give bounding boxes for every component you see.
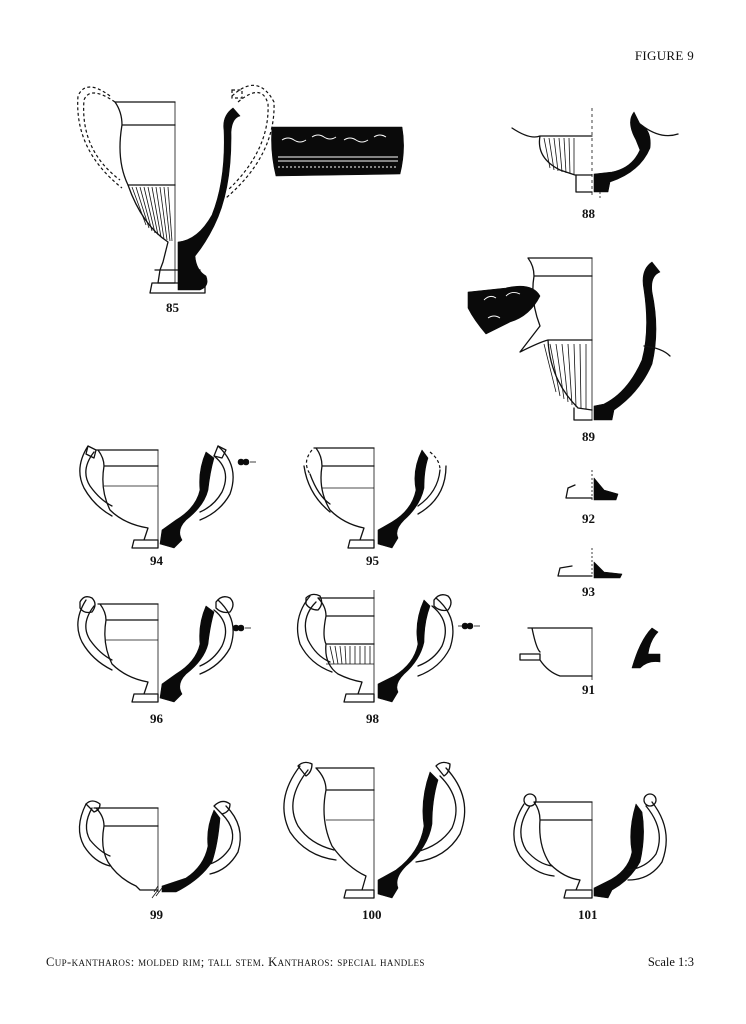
vessel-96-label: 96	[150, 711, 163, 726]
vessel-99-label: 99	[150, 907, 163, 922]
figure-caption: Cup-kantharos: molded rim; tall stem. Ka…	[46, 955, 425, 969]
vessel-98-drawing	[296, 590, 480, 703]
vessel-89-label: 89	[582, 429, 595, 444]
vessel-92-label: 92	[582, 511, 595, 526]
vessel-91-drawing	[519, 627, 661, 680]
vessel-95-drawing	[303, 447, 447, 549]
vessel-92-drawing	[565, 470, 619, 501]
scale-label: Scale 1:3	[647, 955, 694, 969]
vessel-100-label: 100	[362, 907, 382, 922]
vessel-94-label: 94	[150, 553, 163, 568]
vessel-96-drawing	[77, 596, 251, 703]
vessel-94-drawing	[79, 445, 256, 549]
vessel-88-drawing	[511, 108, 679, 200]
vessel-93-drawing	[557, 548, 623, 579]
vessel-100-drawing	[283, 761, 466, 899]
vessel-101-drawing	[513, 793, 667, 899]
vessel-88-label: 88	[582, 206, 595, 221]
figure-title: FIGURE 9	[634, 48, 694, 63]
vessel-91-label: 91	[582, 682, 595, 697]
vessel-99-drawing	[78, 800, 241, 899]
vessel-95-label: 95	[366, 553, 379, 568]
vessel-89-drawing	[467, 257, 671, 421]
vessel-85-drawing	[77, 84, 404, 294]
vessel-93-label: 93	[582, 584, 595, 599]
vessel-98-label: 98	[366, 711, 379, 726]
vessel-101-label: 101	[578, 907, 598, 922]
vessel-85-label: 85	[166, 300, 179, 315]
